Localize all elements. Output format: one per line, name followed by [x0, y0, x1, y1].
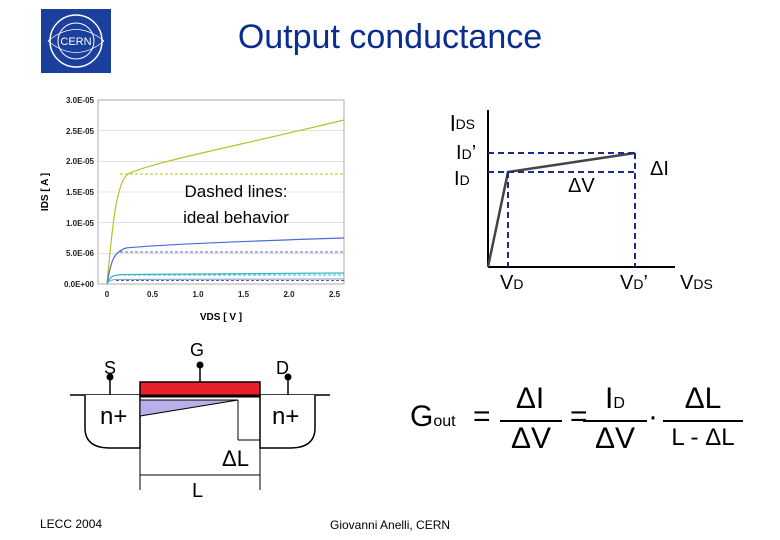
y-tick: 3.0E-05	[66, 96, 95, 105]
label-vd-prime: VD’	[620, 272, 648, 294]
gate	[139, 381, 261, 397]
curve-low	[106, 278, 345, 285]
formula-num2: ID	[605, 382, 625, 415]
channel	[139, 399, 239, 417]
label-ids: I	[450, 114, 456, 136]
ids-vds-graph: 0.0E+00 5.0E-06 1.0E-05 1.5E-05 2.0E-05 …	[40, 96, 345, 323]
label-gate: G	[190, 340, 205, 360]
label-ids: IDS	[450, 112, 476, 134]
y-tick: 0.0E+00	[64, 280, 95, 289]
formula-den1: ΔV	[510, 422, 552, 455]
output-conductance-formula: Gout = ΔI ΔV = ID ΔV · ΔL L - ΔL	[405, 382, 745, 462]
label-length: L	[192, 480, 204, 502]
x-tick: 2.0	[283, 290, 295, 299]
y-tick: 2.5E-05	[66, 127, 95, 136]
nplus-left-region	[84, 395, 141, 449]
annotation-line1: Dashed lines:	[184, 182, 287, 201]
curve-blue	[106, 237, 345, 285]
y-tick: 1.5E-05	[66, 188, 95, 197]
y-axis-label: IDS [ A ]	[40, 173, 51, 211]
nplus-right-region	[259, 395, 316, 449]
x-axis-label: VDS [ V ]	[200, 312, 242, 323]
x-tick: 0.5	[147, 290, 159, 299]
footer-conference: LECC 2004	[40, 517, 103, 531]
formula-g: Gout	[410, 400, 456, 433]
x-tick: 1.0	[192, 290, 204, 299]
mosfet-diagram	[70, 361, 330, 490]
cern-logo: CERN	[41, 9, 111, 73]
x-tick: 1.5	[238, 290, 250, 299]
label-delta-v: ΔV	[568, 175, 595, 197]
label-nplus-left: n+	[100, 403, 128, 430]
logo-text: CERN	[60, 36, 91, 48]
iv-diagram: I	[450, 110, 675, 268]
slide-title: Output conductance	[237, 18, 543, 56]
x-tick: 2.5	[329, 290, 341, 299]
formula-den3: L - ΔL	[671, 424, 735, 451]
label-id-prime: ID’	[456, 142, 477, 164]
footer-author: Giovanni Anelli, CERN	[330, 518, 451, 532]
y-tick: 5.0E-06	[66, 249, 95, 258]
curve-yellow	[106, 119, 345, 285]
curve-cyan	[106, 272, 345, 285]
label-delta-l: ΔL	[222, 446, 249, 471]
formula-num3: ΔL	[684, 382, 722, 415]
formula-den2: ΔV	[594, 422, 636, 455]
label-delta-i: ΔI	[650, 158, 669, 180]
iv-curve	[486, 151, 636, 268]
label-vds: VDS	[680, 272, 713, 294]
formula-num1: ΔI	[515, 382, 545, 415]
label-source: S	[104, 358, 117, 378]
y-tick: 2.0E-05	[66, 157, 95, 166]
y-tick: 1.0E-05	[66, 219, 95, 228]
label-nplus-right: n+	[272, 403, 300, 430]
label-drain: D	[276, 358, 289, 378]
grid-lines	[98, 130, 344, 254]
annotation-line2: ideal behavior	[183, 208, 289, 227]
label-vd: VD	[500, 272, 524, 294]
label-id: ID	[454, 168, 470, 190]
x-tick: 0	[105, 290, 110, 299]
